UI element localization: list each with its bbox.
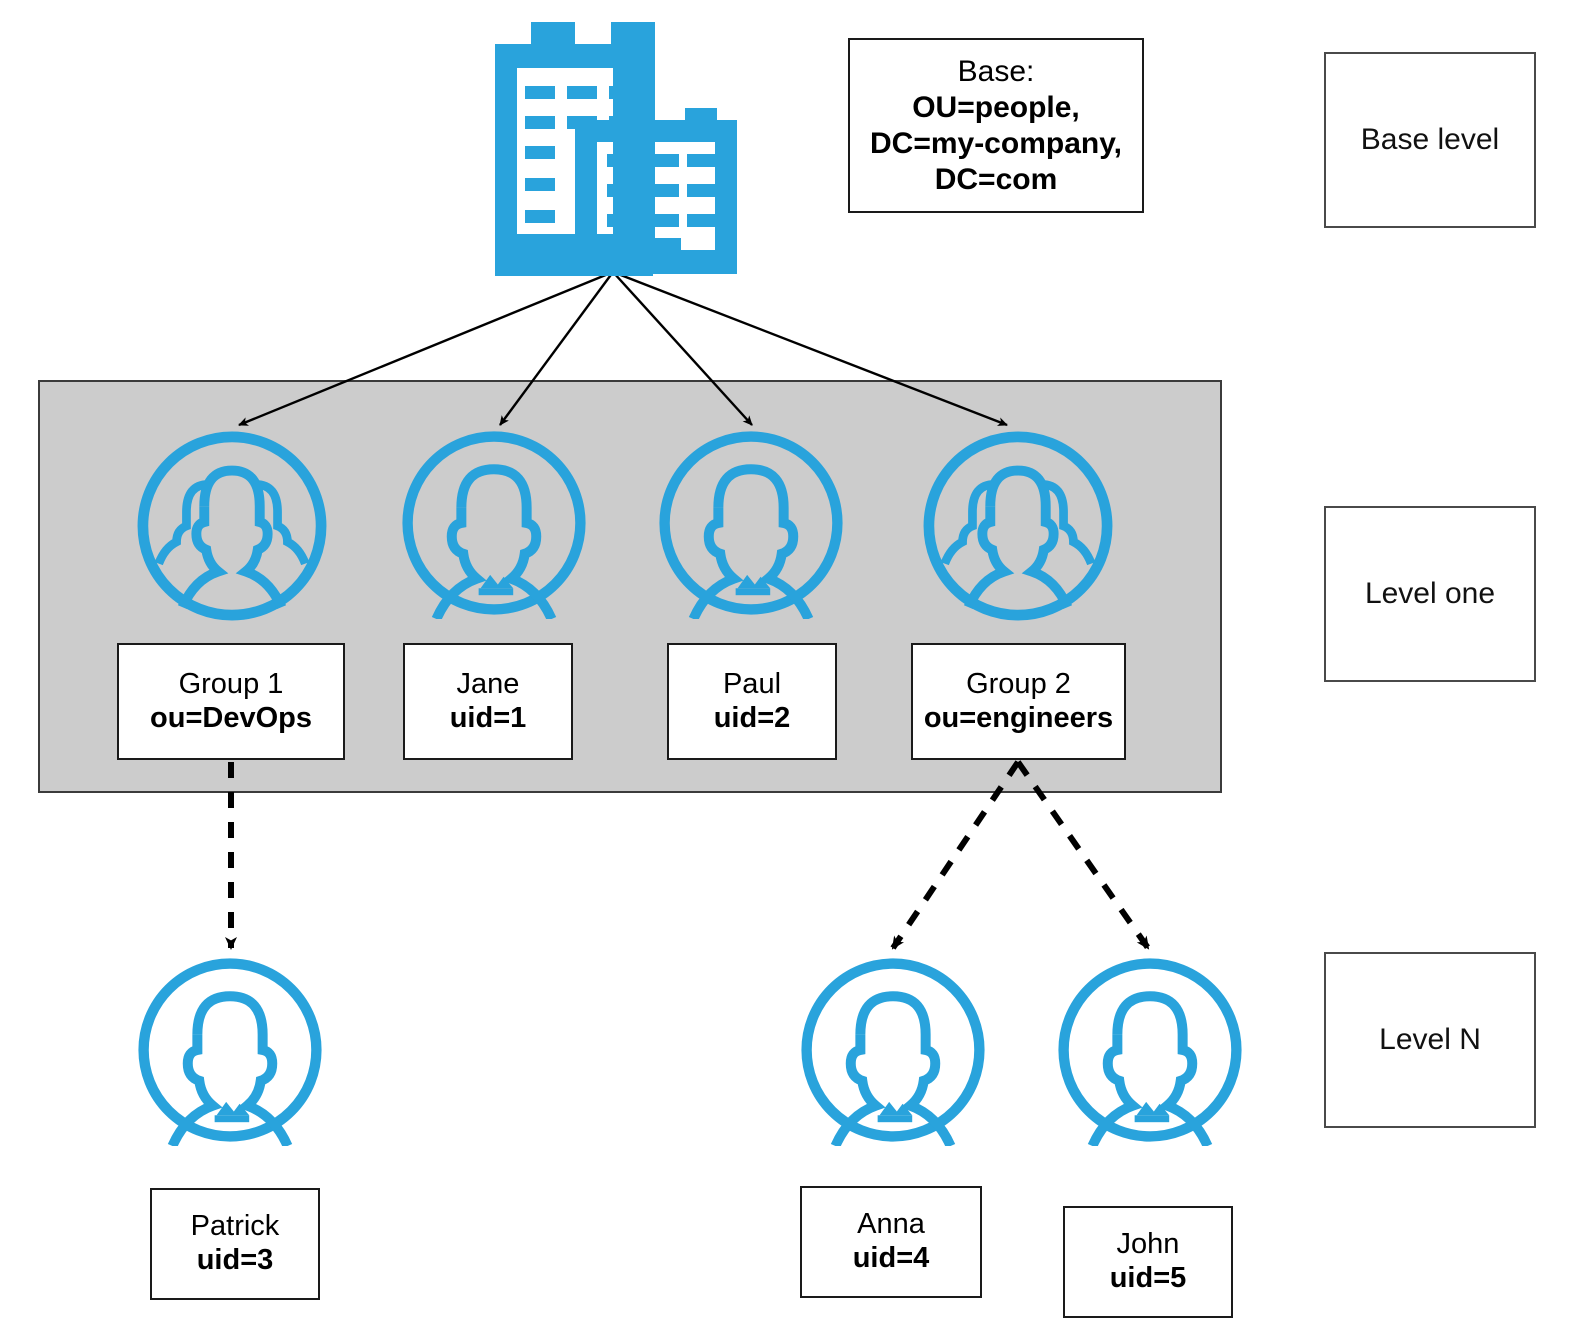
person-avatar-icon — [1054, 954, 1246, 1146]
node-attr: uid=2 — [713, 701, 791, 734]
node-attr: ou=engineers — [923, 701, 1114, 734]
office-building-icon — [487, 14, 745, 276]
node-name: Group 2 — [966, 667, 1071, 700]
node-label-john: John uid=5 — [1063, 1206, 1233, 1318]
person-avatar-icon — [797, 954, 989, 1146]
legend-base-level: Base level — [1324, 52, 1536, 228]
node-name: Patrick — [190, 1210, 280, 1243]
node-name: Anna — [857, 1208, 925, 1241]
node-label-paul: Paul uid=2 — [667, 643, 837, 760]
node-attr: uid=4 — [852, 1242, 930, 1274]
legend-level-one: Level one — [1324, 506, 1536, 682]
node-name: Paul — [722, 667, 782, 700]
group-avatar-icon — [919, 427, 1117, 625]
base-dn-line-1: OU=people, — [912, 90, 1080, 124]
group-avatar-icon — [133, 427, 331, 625]
legend-level-n-label: Level N — [1379, 1023, 1481, 1056]
node-name: John — [1116, 1228, 1180, 1261]
node-name: Group 1 — [178, 667, 284, 700]
node-label-anna: Anna uid=4 — [800, 1186, 982, 1298]
base-dn-line-2: DC=my-company, — [869, 126, 1122, 160]
base-dn-line-3: DC=com — [934, 162, 1058, 196]
person-avatar-icon — [655, 427, 847, 619]
node-attr: ou=DevOps — [150, 701, 312, 734]
legend-level-n: Level N — [1324, 952, 1536, 1128]
node-label-group-2: Group 2 ou=engineers — [911, 643, 1126, 760]
node-attr: uid=1 — [449, 701, 527, 734]
node-label-group-1: Group 1 ou=DevOps — [117, 643, 345, 760]
node-attr: uid=3 — [196, 1244, 274, 1276]
legend-base-level-label: Base level — [1360, 123, 1500, 156]
node-name: Jane — [456, 667, 520, 700]
node-attr: uid=5 — [1109, 1262, 1187, 1294]
legend-level-one-label: Level one — [1364, 577, 1496, 610]
node-label-patrick: Patrick uid=3 — [150, 1188, 320, 1300]
node-label-jane: Jane uid=1 — [403, 643, 573, 760]
base-dn-box: Base: OU=people, DC=my-company, DC=com — [848, 38, 1144, 213]
base-dn-line-0: Base: — [957, 54, 1035, 88]
person-avatar-icon — [134, 954, 326, 1146]
person-avatar-icon — [398, 427, 590, 619]
